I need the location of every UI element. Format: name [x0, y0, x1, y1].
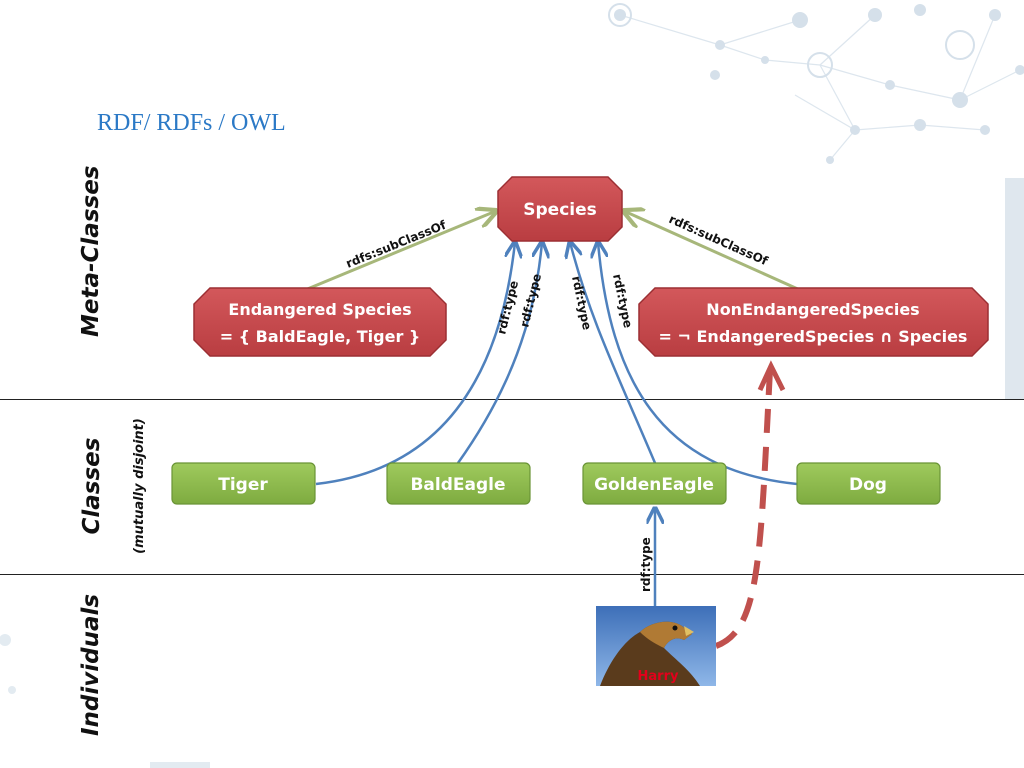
node-nonendangered-shape: [638, 287, 989, 357]
edge-has-metaclass-arrowhead: [757, 360, 786, 392]
node-goldeneagle-label: GoldenEagle: [594, 475, 714, 495]
individual-harry-photo: Harry: [596, 606, 716, 686]
node-nonendangered-label-line2: = ¬ EndangeredSpecies ∩ Species: [659, 327, 968, 346]
edge-label-type-dog: rdf:type: [610, 273, 635, 330]
node-species-shape: [497, 176, 623, 242]
node-dog-label: Dog: [849, 475, 887, 495]
edge-label-subclass-left: rdfs:subClassOf: [344, 218, 449, 271]
band-divider-top: [0, 399, 1024, 400]
slide-title: RDF/ RDFs / OWL: [97, 110, 286, 136]
node-endangered-shape: [193, 287, 447, 357]
node-endangered-label-line2: = { BaldEagle, Tiger }: [220, 327, 421, 346]
node-baldeagle-label: BaldEagle: [410, 475, 505, 495]
node-tiger-label: Tiger: [218, 475, 268, 495]
edge-label-type-goldeneagle: rdf:type: [569, 275, 594, 332]
edge-type-goldeneagle: [570, 242, 657, 464]
node-species-label: Species: [523, 200, 597, 220]
individual-harry-name: Harry: [638, 669, 679, 684]
edge-type-baldeagle: [456, 242, 542, 464]
edge-label-type-baldeagle: rdf:type: [517, 272, 544, 329]
band-divider-bottom: [0, 574, 1024, 575]
edge-has-metaclass: [714, 369, 773, 649]
edge-type-dog: [598, 242, 798, 486]
edge-subclass-nonendangered: [624, 211, 801, 292]
edge-label-subclass-right: rdfs:subClassOf: [667, 212, 771, 268]
node-baldeagle-shape: [386, 462, 531, 505]
node-goldeneagle-shape: [582, 462, 727, 505]
edge-label-type-tiger: rdf:type: [494, 279, 521, 336]
node-dog-shape: [796, 462, 941, 505]
edge-subclass-endangered: [304, 211, 496, 292]
node-tiger-shape: [171, 462, 316, 505]
edge-label-type-harry: rdf:type: [639, 537, 653, 592]
node-nonendangered-label-line1: NonEndangeredSpecies: [706, 300, 919, 319]
node-endangered-label-line1: Endangered Species: [228, 300, 411, 319]
edge-type-tiger: [315, 242, 515, 486]
